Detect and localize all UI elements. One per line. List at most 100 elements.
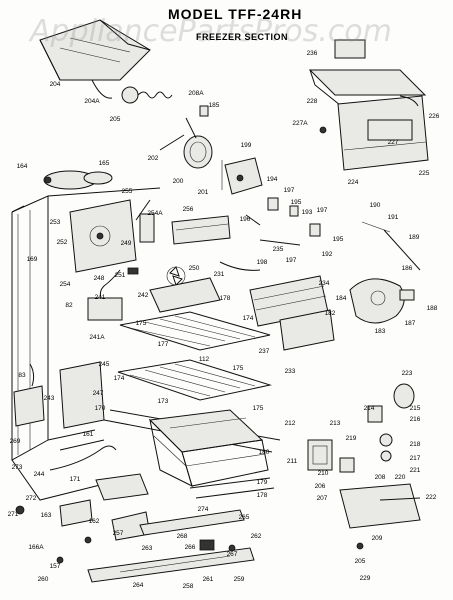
part-callout-257: 257 bbox=[113, 530, 124, 537]
part-callout-192: 192 bbox=[322, 251, 333, 258]
part-callout-184: 184 bbox=[336, 295, 347, 302]
part-callout-174: 174 bbox=[243, 315, 254, 322]
part-callout-179: 179 bbox=[257, 479, 268, 486]
part-callout-157: 157 bbox=[50, 563, 61, 570]
part-callout-242: 242 bbox=[138, 292, 149, 299]
part-callout-201: 201 bbox=[198, 189, 209, 196]
part-callout-249: 249 bbox=[121, 240, 132, 247]
evaporator-fan bbox=[149, 266, 221, 313]
part-callout-178: 178 bbox=[257, 492, 268, 499]
part-callout-259: 259 bbox=[234, 576, 245, 583]
part-callout-182: 182 bbox=[325, 310, 336, 317]
part-callout-234: 234 bbox=[319, 280, 330, 287]
part-callout-194: 194 bbox=[267, 176, 278, 183]
part-callout-205: 205 bbox=[110, 116, 121, 123]
part-callout-202: 202 bbox=[148, 155, 159, 162]
part-callout-198: 198 bbox=[257, 259, 268, 266]
part-callout-197: 197 bbox=[284, 187, 295, 194]
part-callout-165: 165 bbox=[99, 160, 110, 167]
part-callout-166A: 166A bbox=[28, 544, 44, 551]
part-callout-205: 205 bbox=[355, 558, 366, 565]
part-callout-264: 264 bbox=[133, 582, 144, 589]
part-callout-256: 256 bbox=[183, 206, 194, 213]
part-callout-163: 163 bbox=[41, 512, 52, 519]
part-callout-212: 212 bbox=[285, 420, 296, 427]
part-callout-274: 274 bbox=[198, 506, 209, 513]
evaporator-cover bbox=[171, 215, 231, 245]
control-panel bbox=[69, 199, 155, 273]
part-callout-237: 237 bbox=[259, 348, 270, 355]
part-callout-206: 206 bbox=[315, 483, 326, 490]
thermostat-knob bbox=[43, 170, 113, 190]
ice-maker-assembly bbox=[308, 39, 429, 171]
part-callout-265: 265 bbox=[239, 514, 250, 521]
part-callout-175: 175 bbox=[253, 405, 264, 412]
part-callout-207: 207 bbox=[317, 495, 328, 502]
defrost-heater bbox=[219, 261, 335, 351]
part-callout-262: 262 bbox=[251, 533, 262, 540]
part-callout-231: 231 bbox=[214, 271, 225, 278]
part-callout-267: 267 bbox=[227, 551, 238, 558]
part-callout-251: 251 bbox=[115, 272, 126, 279]
section-subtitle: FREEZER SECTION bbox=[196, 32, 289, 42]
part-callout-235: 235 bbox=[273, 246, 284, 253]
part-callout-178: 178 bbox=[220, 295, 231, 302]
part-callout-209: 209 bbox=[372, 535, 383, 542]
part-callout-185: 185 bbox=[209, 102, 220, 109]
part-callout-191: 191 bbox=[388, 214, 399, 221]
wire-harness bbox=[87, 267, 139, 321]
part-callout-219: 219 bbox=[346, 435, 357, 442]
part-callout-204A: 204A bbox=[84, 98, 100, 105]
part-callout-269: 269 bbox=[10, 438, 21, 445]
part-callout-204: 204 bbox=[50, 81, 61, 88]
part-callout-248: 248 bbox=[94, 275, 105, 282]
part-callout-195: 195 bbox=[333, 236, 344, 243]
part-callout-189: 189 bbox=[409, 234, 420, 241]
part-callout-171: 171 bbox=[70, 476, 81, 483]
part-callout-254A: 254A bbox=[147, 210, 163, 217]
part-callout-222: 222 bbox=[426, 494, 437, 501]
part-callout-216: 216 bbox=[410, 416, 421, 423]
part-callout-197: 197 bbox=[286, 257, 297, 264]
part-callout-228: 228 bbox=[307, 98, 318, 105]
part-callout-211: 211 bbox=[287, 458, 298, 465]
part-callout-188: 188 bbox=[427, 305, 438, 312]
part-callout-261: 261 bbox=[203, 576, 214, 583]
part-callout-175: 175 bbox=[233, 365, 244, 372]
part-callout-112: 112 bbox=[199, 356, 210, 363]
part-callout-253: 253 bbox=[50, 219, 61, 226]
part-callout-177: 177 bbox=[158, 341, 169, 348]
part-callout-241A: 241A bbox=[89, 334, 105, 341]
part-callout-250: 250 bbox=[189, 265, 200, 272]
part-callout-255: 255 bbox=[122, 188, 133, 195]
part-callout-169: 169 bbox=[27, 256, 38, 263]
ice-maker-mechanism bbox=[307, 383, 421, 550]
part-callout-258: 258 bbox=[183, 583, 194, 590]
part-callout-161: 161 bbox=[83, 431, 94, 438]
part-callout-236: 236 bbox=[307, 50, 318, 57]
auger-spring bbox=[121, 86, 173, 104]
freezer-cabinet bbox=[11, 187, 161, 501]
part-callout-218: 218 bbox=[410, 441, 421, 448]
wire-shelf-upper bbox=[119, 311, 271, 351]
defrost-timer bbox=[349, 221, 421, 324]
part-callout-175: 175 bbox=[136, 320, 147, 327]
bottom-hinge-assembly bbox=[56, 499, 255, 583]
part-callout-193: 193 bbox=[302, 209, 313, 216]
part-callout-174: 174 bbox=[114, 375, 125, 382]
part-callout-183: 183 bbox=[375, 328, 386, 335]
wire-shelf-middle bbox=[117, 359, 272, 401]
part-callout-225: 225 bbox=[419, 170, 430, 177]
part-callout-254: 254 bbox=[60, 281, 71, 288]
part-callout-233: 233 bbox=[285, 368, 296, 375]
part-callout-195: 195 bbox=[291, 199, 302, 206]
part-callout-266: 266 bbox=[185, 544, 196, 551]
part-callout-260: 260 bbox=[38, 576, 49, 583]
part-callout-227: 227 bbox=[388, 139, 399, 146]
part-callout-82: 82 bbox=[65, 302, 73, 309]
part-callout-197: 197 bbox=[317, 207, 328, 214]
part-callout-252: 252 bbox=[57, 239, 68, 246]
part-callout-243: 243 bbox=[44, 395, 55, 402]
